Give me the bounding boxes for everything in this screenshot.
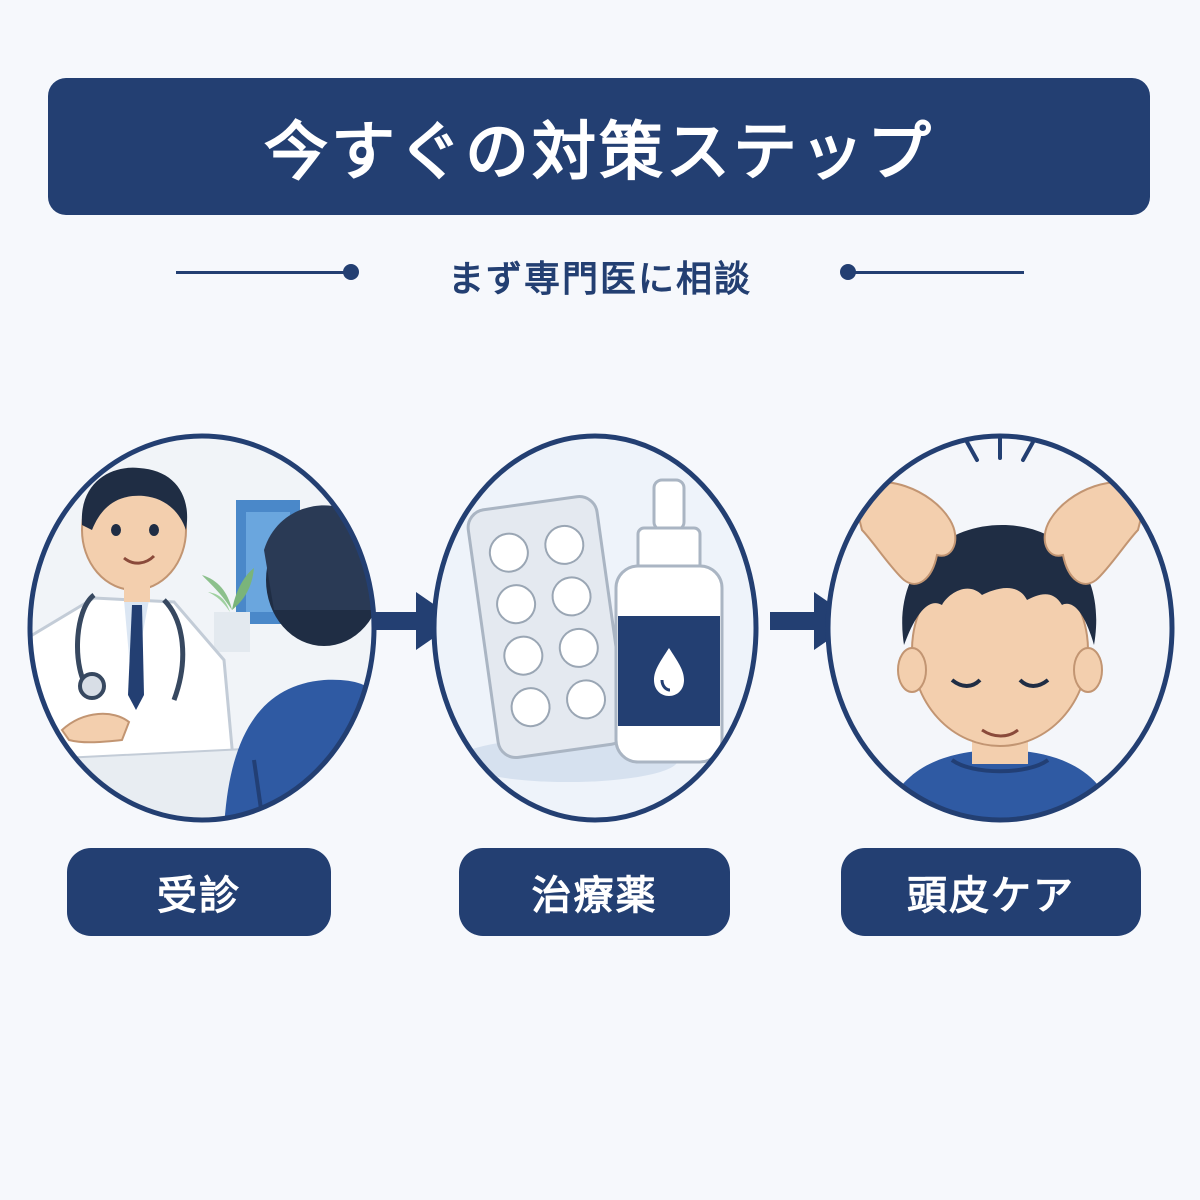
page-title: 今すぐの対策ステップ [264, 115, 934, 190]
subtitle-right-line [848, 271, 1024, 274]
step-label-scalp-care: 頭皮ケア [841, 848, 1141, 936]
scalp-massage-icon [825, 433, 1175, 823]
step-2-illustration [428, 430, 762, 826]
step-label-medicine: 治療薬 [459, 848, 730, 936]
step-3-illustration [822, 430, 1178, 826]
doctor-consultation-icon [27, 433, 377, 823]
subtitle-left-line [176, 271, 351, 274]
subtitle-row: まず専門医に相談 [0, 242, 1200, 302]
step-label-consultation: 受診 [67, 848, 331, 936]
medicine-icon [431, 433, 759, 823]
title-banner: 今すぐの対策ステップ [48, 78, 1150, 215]
subtitle: まず専門医に相談 [447, 259, 752, 300]
subtitle-left-dot [343, 264, 359, 280]
step-1-illustration [24, 430, 380, 826]
